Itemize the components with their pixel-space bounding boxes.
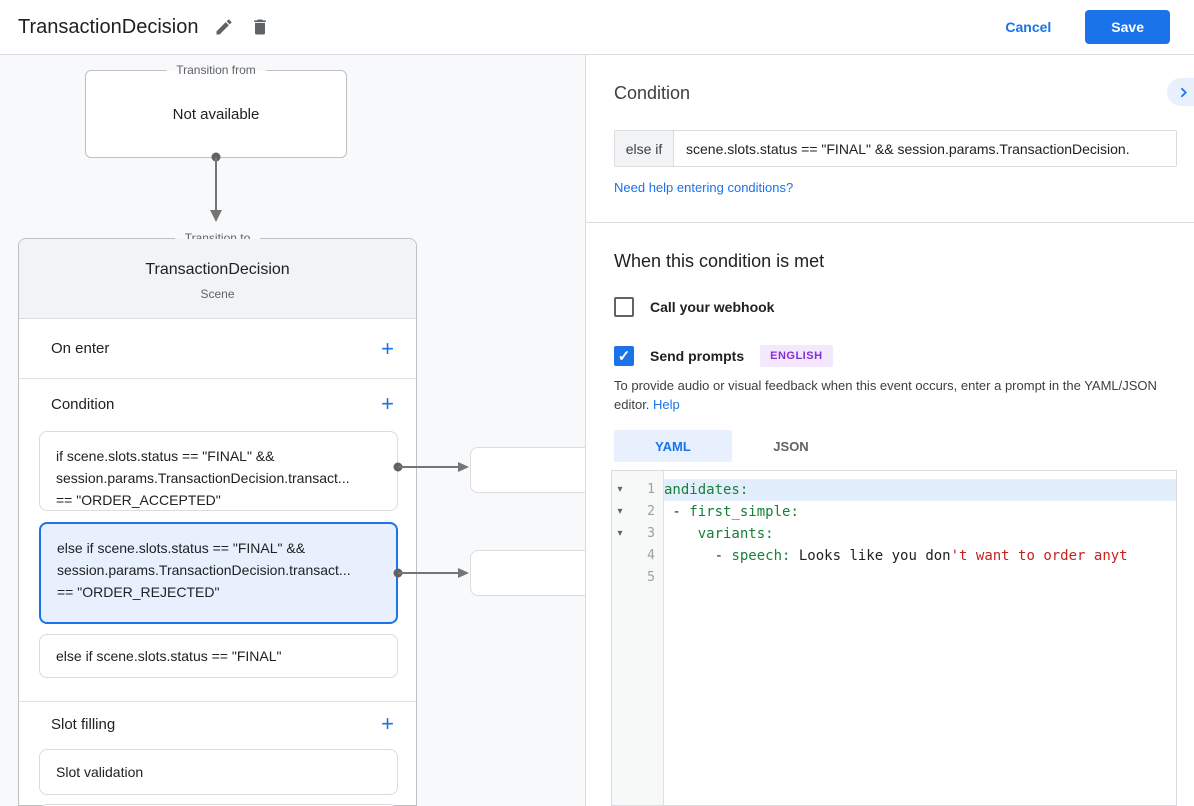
prompt-description-text: To provide audio or visual feedback when… xyxy=(614,378,1157,412)
line-code: - first_simple: xyxy=(664,504,799,520)
pencil-icon xyxy=(216,19,232,35)
webhook-label: Call your webhook xyxy=(650,299,775,315)
line-code: - speech: Looks like you don't want to o… xyxy=(664,548,1128,564)
condition-card-2-line: else if scene.slots.status == "FINAL" && xyxy=(57,540,306,556)
transition-target-box-1[interactable] xyxy=(470,447,600,493)
fold-arrow-icon[interactable]: ▾ xyxy=(617,528,623,539)
line-number: 3 xyxy=(647,526,655,541)
line-number: 5 xyxy=(647,570,655,585)
add-slot-button[interactable]: + xyxy=(381,711,394,736)
trash-icon xyxy=(254,19,267,35)
line-code: andidates: xyxy=(664,479,1176,501)
condition-1-arrow xyxy=(393,462,469,472)
scene-type: Scene xyxy=(200,287,235,301)
panel-title: Condition xyxy=(614,83,691,103)
transition-from-box[interactable]: Transition from Not available xyxy=(85,63,347,158)
condition-expression-group: else if xyxy=(614,130,1177,167)
condition-expression-input[interactable] xyxy=(674,131,1176,166)
webhook-checkbox[interactable] xyxy=(614,297,634,317)
line-number: 1 xyxy=(647,482,655,497)
editor-gutter xyxy=(612,471,664,805)
page-title: TransactionDecision xyxy=(18,15,199,38)
top-bar: TransactionDecision Cancel Save xyxy=(0,0,1194,55)
collapse-panel-button[interactable] xyxy=(1167,78,1194,106)
condition-card-1-line: if scene.slots.status == "FINAL" && xyxy=(56,448,275,464)
save-button[interactable]: Save xyxy=(1085,10,1170,44)
send-prompts-row[interactable]: ✓ Send prompts ENGLISH xyxy=(614,345,833,367)
add-on-enter-button[interactable]: + xyxy=(381,335,394,361)
fold-arrow-icon[interactable]: ▾ xyxy=(617,484,623,495)
condition-2-arrow xyxy=(393,568,469,578)
line-gutter: 5 xyxy=(612,567,664,589)
panel-divider xyxy=(586,222,1194,223)
prompt-description: To provide audio or visual feedback when… xyxy=(614,376,1169,414)
code-line-5[interactable]: 5 xyxy=(612,567,1176,589)
line-code xyxy=(664,567,1176,589)
send-prompts-label: Send prompts xyxy=(650,348,745,364)
transition-from-content: Not available xyxy=(172,105,260,123)
line-number: 4 xyxy=(647,548,655,563)
code-line-2[interactable]: ▾2 - first_simple: xyxy=(612,501,1176,523)
cancel-button[interactable]: Cancel xyxy=(1005,19,1052,35)
line-number: 2 xyxy=(647,504,655,519)
scene-card-header: TransactionDecision Scene xyxy=(19,239,416,319)
call-webhook-row[interactable]: Call your webhook xyxy=(614,297,774,317)
scene-name: TransactionDecision xyxy=(145,261,290,278)
condition-card-1[interactable]: if scene.slots.status == "FINAL" && sess… xyxy=(39,431,398,511)
on-enter-label: On enter xyxy=(51,340,110,357)
delete-scene-button[interactable] xyxy=(250,17,270,37)
transition-connector-arrow xyxy=(210,152,222,222)
scene-canvas: Transition from Not available Transition… xyxy=(0,55,1194,806)
scene-card: Transition to TransactionDecision Scene … xyxy=(18,231,417,806)
slot-validation-card[interactable]: Slot validation xyxy=(39,749,398,795)
slot-filling-section-head: Slot filling + xyxy=(19,711,416,736)
when-condition-met-title: When this condition is met xyxy=(614,251,825,271)
chevron-right-icon xyxy=(1181,87,1187,97)
condition-card-3[interactable]: else if scene.slots.status == "FINAL" xyxy=(39,634,398,678)
line-code: variants: xyxy=(697,526,774,542)
language-badge: ENGLISH xyxy=(760,345,833,367)
condition-card-3-line: else if scene.slots.status == "FINAL" xyxy=(56,648,282,664)
condition-card-2-line: == "ORDER_REJECTED" xyxy=(57,584,220,600)
line-gutter: ▾2 xyxy=(612,501,664,523)
line-gutter: 4 xyxy=(612,545,664,567)
slot-card-label: Slot validation xyxy=(56,764,144,780)
condition-card-2-line: session.params.TransactionDecision.trans… xyxy=(57,562,351,578)
transition-from-label: Transition from xyxy=(166,63,266,78)
condition-section-head: Condition + xyxy=(19,391,416,416)
on-enter-section: On enter + xyxy=(19,319,416,379)
condition-card-1-line: session.params.TransactionDecision.trans… xyxy=(56,470,350,486)
code-line-4[interactable]: 4 - speech: Looks like you don't want to… xyxy=(612,545,1176,567)
editor-tabs: YAML JSON xyxy=(614,430,850,462)
condition-detail-panel: Condition else if Need help entering con… xyxy=(585,55,1194,806)
condition-card-1-line: == "ORDER_ACCEPTED" xyxy=(56,492,221,508)
transition-target-box-2[interactable] xyxy=(470,550,600,596)
send-prompts-checkbox[interactable]: ✓ xyxy=(614,346,634,366)
line-gutter: ▾3 xyxy=(612,523,664,545)
condition-section-label: Condition xyxy=(51,395,115,413)
tab-json[interactable]: JSON xyxy=(773,438,809,454)
condition-card-2-selected[interactable]: else if scene.slots.status == "FINAL" &&… xyxy=(39,522,398,624)
tab-yaml[interactable]: YAML xyxy=(614,430,732,462)
slot-filling-label: Slot filling xyxy=(51,715,116,733)
condition-help-link[interactable]: Need help entering conditions? xyxy=(614,180,794,195)
add-condition-button[interactable]: + xyxy=(381,391,394,416)
help-link[interactable]: Help xyxy=(653,397,680,412)
line-gutter: ▾1 xyxy=(612,479,664,501)
condition-prefix-label: else if xyxy=(615,131,674,166)
edit-scene-button[interactable] xyxy=(214,17,234,37)
fold-arrow-icon[interactable]: ▾ xyxy=(617,506,623,517)
code-line-3[interactable]: ▾3 variants: xyxy=(612,523,1176,545)
